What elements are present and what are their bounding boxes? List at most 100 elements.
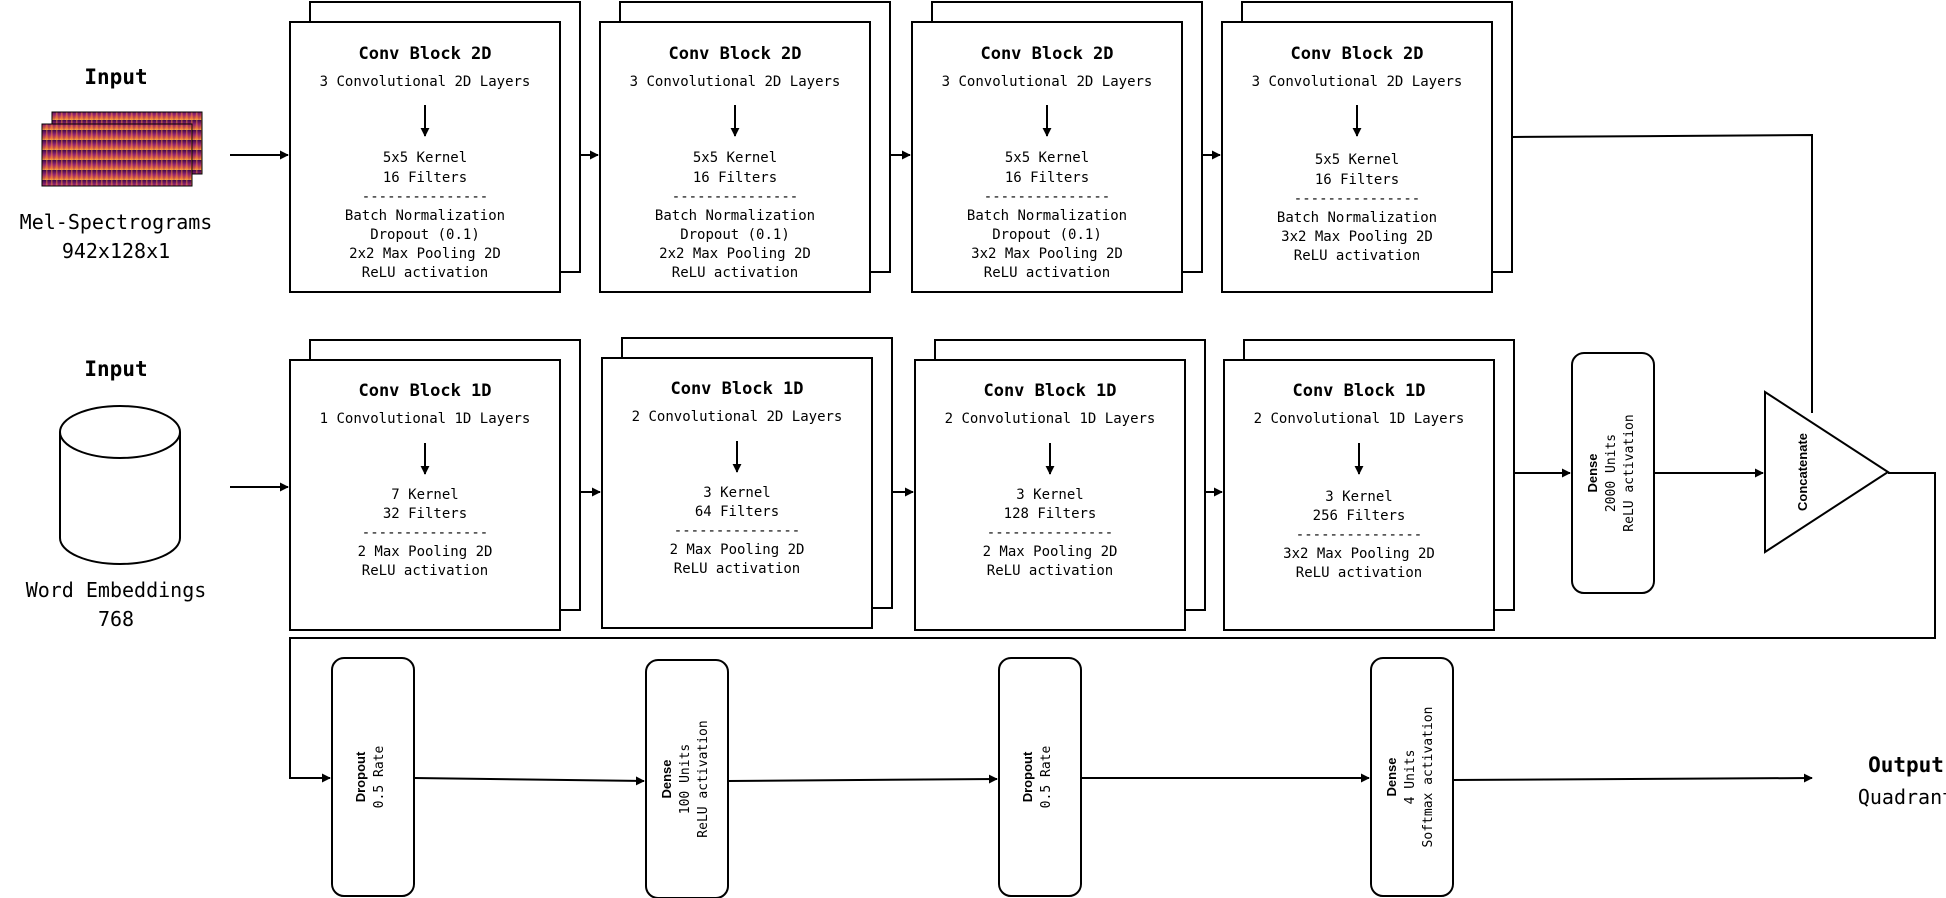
conv2d-block-line: 16 Filters [693,170,777,186]
conv2d-block-line: 16 Filters [1005,170,1089,186]
dense-2000-activation: ReLU activation [1622,414,1637,531]
conv1d-block-subtitle: 1 Convolutional 1D Layers [320,411,531,427]
conv2d-block-line: Dropout (0.1) [680,227,790,243]
conv2d-block-line: Dropout (0.1) [992,227,1102,243]
conv1d-block-line: ReLU activation [1296,565,1422,581]
conv2d-block-line: ReLU activation [362,265,488,281]
conv2d-block: Conv Block 2D 3 Convolutional 2D Layers … [911,1,1203,293]
conv2d-block: Conv Block 2D 3 Convolutional 2D Layers … [1221,1,1513,293]
conv1d-block-title: Conv Block 1D [983,381,1116,401]
conv1d-block-line: 64 Filters [695,504,779,520]
conv2d-block-line: 16 Filters [383,170,467,186]
conv1d-block-line: 7 Kernel [391,487,458,503]
arrow-dropout-to-dense [413,776,645,786]
conv1d-block-divider: --------------- [674,523,800,539]
concatenate-block: Concatenate [1764,390,1890,554]
conv2d-block: Conv Block 2D 3 Convolutional 2D Layers … [289,1,581,293]
embeddings-input-label: Word Embeddings [26,578,207,602]
conv2d-block-subtitle: 3 Convolutional 2D Layers [1252,74,1463,90]
conv1d-block: Conv Block 1D 2 Convolutional 2D Layers … [601,337,893,629]
conv1d-block-line: 2 Max Pooling 2D [670,542,805,558]
dense-2000-block: Dense 2000 Units ReLU activation [1571,352,1655,594]
conv1d-block: Conv Block 1D 1 Convolutional 1D Layers … [289,339,581,631]
conv2d-block-title: Conv Block 2D [980,44,1113,64]
conv2d-block-line: Dropout (0.1) [370,227,480,243]
dense-100-title: Dense [659,759,674,798]
dropout-block: Dropout 0.5 Rate [998,657,1082,897]
dense-2000-title: Dense [1585,453,1600,492]
conv2d-block-line: 16 Filters [1315,172,1399,188]
dense-4-activation: Softmax activation [1421,707,1436,848]
dropout-rate: 0.5 Rate [372,746,387,809]
conv1d-block-line: 2 Max Pooling 2D [983,544,1118,560]
conv2d-block-line: Batch Normalization [655,208,815,224]
conv2d-block-line: 2x2 Max Pooling 2D [659,246,811,262]
dense-2000-units: 2000 Units [1604,434,1619,512]
conv2d-block-line: Batch Normalization [967,208,1127,224]
embeddings-input-shape: 768 [98,607,134,631]
arrow-dense-to-dropout [727,774,998,784]
spectrogram-image [41,111,203,187]
conv1d-block: Conv Block 1D 2 Convolutional 1D Layers … [914,339,1206,631]
spectrogram-input: Input Mel-Spectrograms 942x128x1 [20,65,213,263]
conv1d-block-divider: --------------- [362,525,488,541]
embeddings-input: Input Word Embeddings 768 [26,357,207,631]
conv1d-block-title: Conv Block 1D [670,379,803,399]
conv1d-block-subtitle: 2 Convolutional 1D Layers [945,411,1156,427]
conv2d-block-subtitle: 3 Convolutional 2D Layers [630,74,841,90]
conv2d-block-line: 5x5 Kernel [1315,152,1399,168]
conv1d-block-line: 256 Filters [1313,508,1406,524]
conv1d-block-subtitle: 2 Convolutional 2D Layers [632,409,843,425]
conv1d-block-line: 3 Kernel [703,485,770,501]
conv2d-block-divider: --------------- [672,189,798,205]
conv2d-block-line: Batch Normalization [1277,210,1437,226]
conv1d-block-line: 3 Kernel [1325,489,1392,505]
conv1d-block-line: ReLU activation [674,561,800,577]
conv2d-block-line: 5x5 Kernel [1005,150,1089,166]
dense-100-units: 100 Units [678,744,693,814]
conv1d-block-line: 2 Max Pooling 2D [358,544,493,560]
dense-4-block: Dense 4 Units Softmax activation [1370,657,1454,897]
conv2d-block-line: 5x5 Kernel [383,150,467,166]
embeddings-input-title: Input [84,357,147,381]
dense-100-activation: ReLU activation [696,720,711,837]
conv1d-block-title: Conv Block 1D [1292,381,1425,401]
dropout-title: Dropout [1020,751,1035,802]
conv1d-block: Conv Block 1D 2 Convolutional 1D Layers … [1223,339,1515,631]
arrow-concatenate-to-dropout [289,472,1936,783]
output-title: Output [1868,753,1944,777]
conv2d-block-line: ReLU activation [1294,248,1420,264]
arrow-dense-to-output [1452,773,1813,783]
conv2d-block-line: 5x5 Kernel [693,150,777,166]
conv1d-block-line: 3 Kernel [1016,487,1083,503]
conv1d-block-title: Conv Block 1D [358,381,491,401]
dropout-title: Dropout [353,751,368,802]
spectrogram-input-title: Input [84,65,147,89]
dense-100-block: Dense 100 Units ReLU activation [645,659,729,898]
output-node: Output Quadrant [1858,753,1946,809]
conv2d-block-line: 3x2 Max Pooling 2D [1281,229,1433,245]
conv2d-block-title: Conv Block 2D [1290,44,1423,64]
line-conv2d-to-concatenate [1511,133,1813,413]
conv2d-block-divider: --------------- [362,189,488,205]
conv2d-block-divider: --------------- [1294,191,1420,207]
conv2d-block: Conv Block 2D 3 Convolutional 2D Layers … [599,1,891,293]
conv2d-block-line: 3x2 Max Pooling 2D [971,246,1123,262]
conv2d-block-line: Batch Normalization [345,208,505,224]
conv2d-block-title: Conv Block 2D [668,44,801,64]
conv2d-block-divider: --------------- [984,189,1110,205]
conv1d-block-line: 3x2 Max Pooling 2D [1283,546,1435,562]
conv2d-block-line: ReLU activation [672,265,798,281]
dropout-block: Dropout 0.5 Rate [331,657,415,897]
conv1d-block-line: ReLU activation [362,563,488,579]
conv2d-block-subtitle: 3 Convolutional 2D Layers [942,74,1153,90]
conv1d-block-line: ReLU activation [987,563,1113,579]
conv2d-block-line: 2x2 Max Pooling 2D [349,246,501,262]
conv2d-block-line: ReLU activation [984,265,1110,281]
spectrogram-input-label: Mel-Spectrograms [20,210,213,234]
dropout-rate: 0.5 Rate [1039,746,1054,809]
conv2d-block-title: Conv Block 2D [358,44,491,64]
spectrogram-input-shape: 942x128x1 [62,239,170,263]
output-label: Quadrant [1858,785,1946,809]
